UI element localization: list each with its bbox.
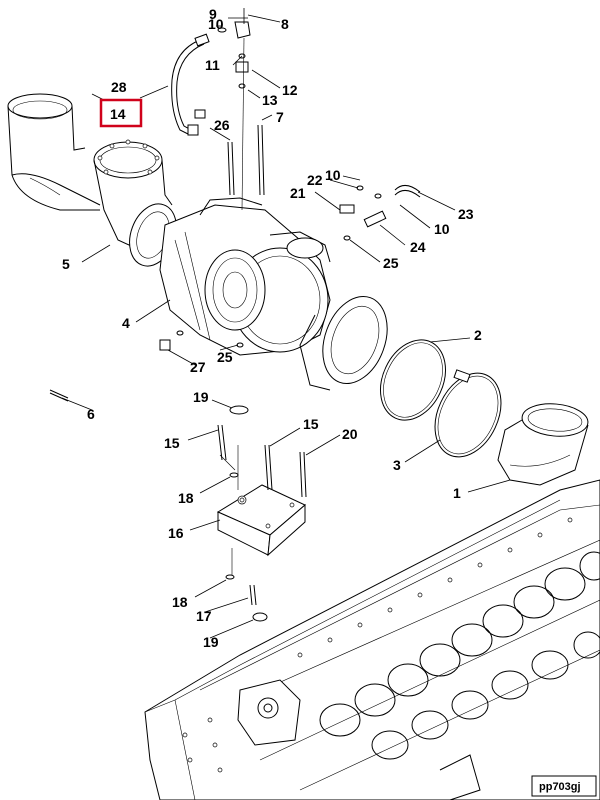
callout-26: 26 xyxy=(214,117,230,133)
fittings-9-12 xyxy=(217,8,251,211)
callout-17: 17 xyxy=(196,608,212,624)
callout-25b: 25 xyxy=(217,349,233,365)
adapter-flange-holes xyxy=(97,139,160,175)
callout-2: 2 xyxy=(474,327,482,343)
callout-3: 3 xyxy=(393,457,401,473)
callout-labels: 10 9 8 11 12 13 28 14 26 7 5 4 22 10 21 … xyxy=(62,6,482,650)
callout-10c: 10 xyxy=(434,221,450,237)
v-band-clamp-3 xyxy=(434,369,502,458)
callout-23: 23 xyxy=(458,206,474,222)
callout-1: 1 xyxy=(453,485,461,501)
callout-15: 15 xyxy=(164,435,180,451)
callout-9: 9 xyxy=(209,6,217,22)
bolts-15-20 xyxy=(217,424,307,498)
oil-supply-line-14 xyxy=(171,33,210,136)
engine-block xyxy=(144,479,600,800)
callout-14: 14 xyxy=(110,106,126,122)
block-front-housing xyxy=(237,679,301,746)
cylinder-bores xyxy=(319,551,600,760)
drain-fittings-21-25 xyxy=(339,185,421,241)
callout-20: 20 xyxy=(342,426,358,442)
callout-27: 27 xyxy=(190,359,206,375)
callout-8: 8 xyxy=(281,16,289,32)
reference-code: pp703gj xyxy=(539,781,581,793)
callout-7: 7 xyxy=(276,109,284,125)
callout-10b: 10 xyxy=(325,167,341,183)
callout-18: 18 xyxy=(178,490,194,506)
callout-18b: 18 xyxy=(172,594,188,610)
callout-22: 22 xyxy=(307,172,323,188)
drain-flange-16 xyxy=(216,445,306,575)
callout-24: 24 xyxy=(410,239,426,255)
block-bolt-holes xyxy=(182,517,573,773)
callout-4: 4 xyxy=(122,315,130,331)
callout-16: 16 xyxy=(168,525,184,541)
elbow-housing-1 xyxy=(497,403,589,486)
callout-13: 13 xyxy=(262,92,278,108)
callout-28: 28 xyxy=(111,79,127,95)
callout-15b: 15 xyxy=(303,416,319,432)
inlet-elbow-28 xyxy=(7,93,101,211)
fittings-left-cluster xyxy=(187,109,206,136)
reference-code-box: pp703gj xyxy=(531,775,597,797)
studs-26-7 xyxy=(227,124,265,196)
o-rings-18-19 xyxy=(225,405,268,622)
outlet-housing-2 xyxy=(299,295,388,391)
callout-6: 6 xyxy=(87,406,95,422)
callout-19: 19 xyxy=(193,389,209,405)
highlight-box-14 xyxy=(99,98,143,128)
callout-19b: 19 xyxy=(203,634,219,650)
callout-10: 10 xyxy=(208,16,224,32)
callout-21: 21 xyxy=(290,185,306,201)
callout-25: 25 xyxy=(383,255,399,271)
turbocharger-4 xyxy=(159,197,331,356)
callout-11: 11 xyxy=(205,57,220,73)
callout-5: 5 xyxy=(62,256,70,272)
leader-lines xyxy=(61,14,511,639)
callout-12: 12 xyxy=(282,82,298,98)
